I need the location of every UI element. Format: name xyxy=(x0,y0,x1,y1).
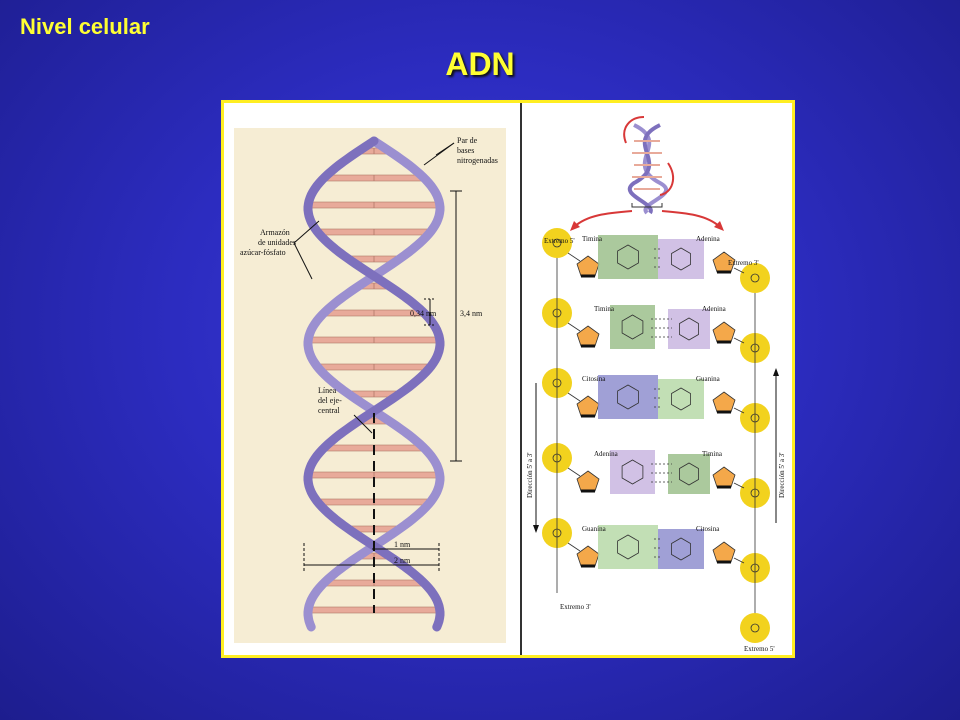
base-pairing-diagram: Dirección 5' a 3' Dirección 5' a 3' Timi… xyxy=(526,116,786,653)
backbone-label-1: Armazón xyxy=(260,228,290,237)
axis-label-3: central xyxy=(318,406,341,415)
phosphate-group xyxy=(740,613,770,643)
slide-subtitle: Nivel celular xyxy=(20,14,150,39)
left-base-label: Timina xyxy=(582,235,603,243)
left-base-label: Timina xyxy=(594,305,615,313)
left-base-label: Citosina xyxy=(582,375,606,383)
right-base-label: Guanina xyxy=(696,375,721,383)
radius-label: 1 nm xyxy=(394,540,411,549)
end5-top-label: Extremo 5' xyxy=(544,237,575,245)
right-base-box xyxy=(658,379,704,419)
deoxyribose-sugar xyxy=(712,466,736,488)
double-helix-diagram: Par de bases nitrogenadas Armazón de uni… xyxy=(234,128,506,643)
right-base-label: Adenina xyxy=(696,235,721,243)
right-base-box xyxy=(658,239,704,279)
right-direction-label: Dirección 5' a 3' xyxy=(778,453,786,498)
right-base-label: Timina xyxy=(702,450,723,458)
deoxyribose-sugar xyxy=(576,545,600,567)
diameter-label: 2 nm xyxy=(394,556,411,565)
backbone-label-2: de unidades xyxy=(258,238,296,247)
base-pair-label-1: Par de xyxy=(457,136,478,145)
left-base-box xyxy=(598,525,658,569)
right-base-label: Citosina xyxy=(696,525,720,533)
left-base-box xyxy=(598,235,658,279)
figure-frame: Par de bases nitrogenadas Armazón de uni… xyxy=(221,100,795,658)
phosphate-group xyxy=(740,263,770,293)
pitch-label: 3,4 nm xyxy=(460,309,483,318)
end3-top-label: Extremo 3' xyxy=(728,259,759,267)
right-base-box xyxy=(668,309,710,349)
deoxyribose-sugar xyxy=(576,255,600,277)
left-base-label: Guanina xyxy=(582,525,607,533)
left-base-box xyxy=(610,305,655,349)
base-pairing-panel: Dirección 5' a 3' Dirección 5' a 3' Timi… xyxy=(522,103,792,655)
end3-bottom-label: Extremo 3' xyxy=(560,603,591,611)
deoxyribose-sugar xyxy=(576,395,600,417)
phosphate-group xyxy=(542,228,572,258)
rise-label: 0,34 nm xyxy=(410,309,437,318)
mini-helix-icon xyxy=(570,116,724,231)
double-helix-panel: Par de bases nitrogenadas Armazón de uni… xyxy=(224,103,522,655)
left-base-label: Adenina xyxy=(594,450,619,458)
base-pair-label-2: bases xyxy=(457,146,474,155)
base-pair-label-3: nitrogenadas xyxy=(457,156,498,165)
axis-label-2: del eje- xyxy=(318,396,342,405)
slide-title: ADN xyxy=(445,46,515,82)
deoxyribose-sugar xyxy=(576,470,600,492)
deoxyribose-sugar xyxy=(712,321,736,343)
deoxyribose-sugar xyxy=(576,325,600,347)
left-direction-label: Dirección 5' a 3' xyxy=(526,453,534,498)
deoxyribose-sugar xyxy=(712,541,736,563)
end5-bottom-label: Extremo 5' xyxy=(744,645,775,653)
right-base-label: Adenina xyxy=(702,305,727,313)
left-base-box xyxy=(610,450,655,494)
axis-label-1: Línea xyxy=(318,386,337,395)
right-base-box xyxy=(668,454,710,494)
backbone-label-3: azúcar-fósfato xyxy=(240,248,286,257)
deoxyribose-sugar xyxy=(712,391,736,413)
right-base-box xyxy=(658,529,704,569)
left-base-box xyxy=(598,375,658,419)
